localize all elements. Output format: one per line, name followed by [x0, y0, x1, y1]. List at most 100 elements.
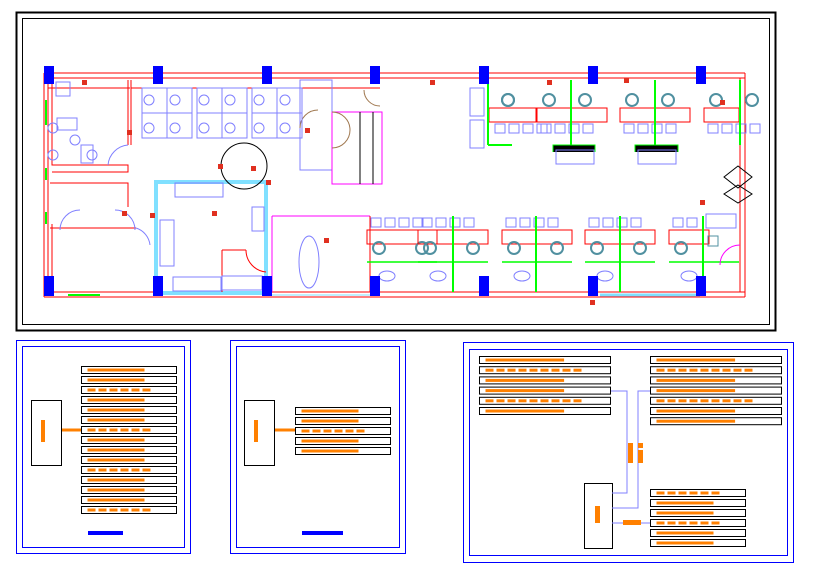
person-figure — [372, 241, 386, 255]
person-figure — [625, 93, 639, 107]
chair — [749, 123, 761, 134]
person-figure — [633, 241, 647, 255]
label-bar — [87, 428, 96, 432]
tree-panel — [230, 340, 406, 554]
label-bar — [573, 368, 582, 372]
panel-border-inner — [22, 346, 185, 548]
label-bar — [678, 521, 687, 525]
label-bar — [87, 378, 145, 382]
bench — [555, 149, 595, 165]
label-row — [295, 437, 391, 445]
label-bar — [87, 458, 145, 462]
label-bar — [507, 399, 516, 403]
label-bar — [667, 368, 676, 372]
label-bar — [678, 491, 687, 495]
label-row — [650, 519, 746, 527]
label-bar — [667, 491, 676, 495]
door-core-2 — [299, 109, 319, 129]
label-bar — [131, 508, 140, 512]
cabinet — [251, 206, 265, 232]
connector-label — [623, 520, 641, 525]
credenza-left — [159, 219, 175, 267]
chair — [707, 123, 719, 134]
fixture-marker — [700, 200, 705, 205]
label-bar — [131, 388, 140, 392]
fixture-marker — [150, 213, 155, 218]
door-restroom — [59, 209, 81, 231]
chair — [69, 134, 81, 146]
column — [262, 276, 272, 296]
label-bar — [120, 508, 129, 512]
label-bar — [142, 468, 151, 472]
label-row — [81, 376, 177, 384]
label-bar — [507, 368, 516, 372]
chair — [494, 123, 506, 134]
chair — [582, 123, 594, 134]
label-row — [650, 407, 782, 415]
label-row — [81, 506, 177, 514]
connector-label — [638, 450, 643, 463]
hub-label — [595, 506, 600, 523]
chair — [421, 217, 433, 228]
column — [696, 276, 706, 296]
chair — [370, 217, 382, 228]
fixture-marker — [218, 164, 223, 169]
label-bar — [87, 498, 145, 502]
scale-bar — [302, 531, 343, 535]
desk-bottom — [366, 229, 438, 245]
chair — [686, 217, 698, 228]
chair — [540, 123, 552, 134]
chair — [588, 217, 600, 228]
sofa-right — [705, 213, 737, 229]
panel-border-inner — [236, 346, 400, 548]
label-bar — [98, 468, 107, 472]
label-row — [81, 366, 177, 374]
label-bar — [98, 388, 107, 392]
column — [262, 66, 272, 84]
label-bar — [529, 368, 538, 372]
label-row — [295, 407, 391, 415]
door-storage — [135, 227, 151, 246]
column — [588, 66, 598, 84]
label-bar — [744, 368, 753, 372]
label-row — [81, 386, 177, 394]
chair — [224, 94, 236, 106]
panel-border-outer — [463, 342, 794, 563]
chair — [449, 217, 461, 228]
label-row — [479, 376, 611, 385]
label-bar — [540, 368, 549, 372]
chair — [279, 122, 291, 134]
label-bar — [689, 368, 698, 372]
chair — [536, 123, 548, 134]
armchair — [596, 270, 614, 282]
chair — [169, 94, 181, 106]
label-bar — [301, 439, 359, 443]
label-row — [81, 426, 177, 434]
column — [44, 276, 54, 296]
label-bar — [87, 448, 145, 452]
label-bar — [733, 399, 742, 403]
label-bar — [551, 368, 560, 372]
storage-box — [707, 235, 719, 247]
label-bar — [334, 429, 343, 433]
label-bar — [87, 408, 145, 412]
door-pantry — [245, 249, 267, 273]
label-bar — [496, 368, 505, 372]
chair — [568, 123, 580, 134]
chair — [519, 217, 531, 228]
label-bar — [87, 488, 145, 492]
label-bar — [323, 429, 332, 433]
label-bar — [87, 388, 96, 392]
label-bar — [301, 409, 359, 413]
label-bar — [711, 399, 720, 403]
label-bar — [656, 399, 665, 403]
label-row — [650, 539, 746, 547]
label-bar — [700, 521, 709, 525]
label-row — [479, 356, 611, 364]
label-row — [650, 417, 782, 426]
chair — [554, 123, 566, 134]
fixture-marker — [127, 130, 132, 135]
chair — [672, 217, 684, 228]
bench — [637, 149, 677, 165]
person-figure — [550, 241, 564, 255]
